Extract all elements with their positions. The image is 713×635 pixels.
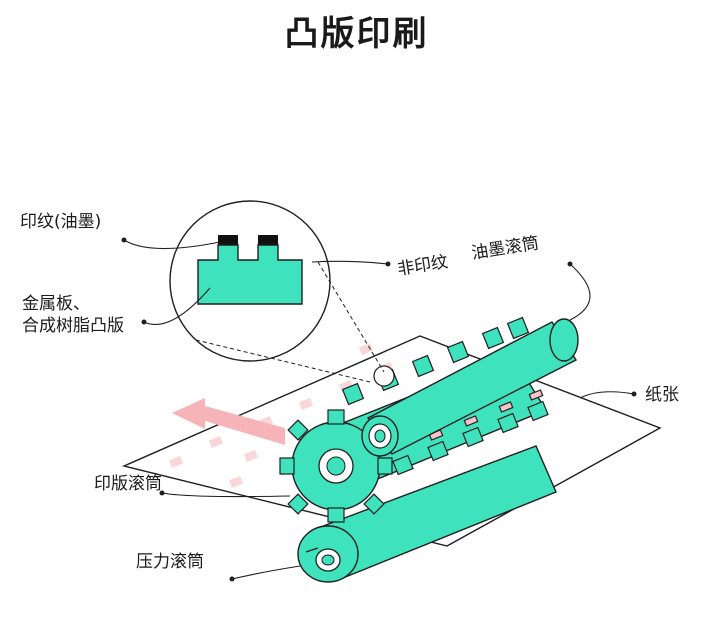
pressure-cylinder-label: 压力滚筒 xyxy=(136,552,204,572)
ink-block-left xyxy=(218,235,238,245)
feed-arrow xyxy=(172,398,285,445)
page-title: 凸版印刷 xyxy=(284,14,429,54)
plate-cylinder-label: 印版滚筒 xyxy=(94,474,162,494)
magnifier xyxy=(169,200,385,383)
plate-gear-face xyxy=(279,409,393,523)
ink-block-right xyxy=(258,235,278,245)
ink-pattern-label: 印纹(油墨) xyxy=(20,212,102,232)
paper-label: 纸张 xyxy=(645,385,679,405)
leader-lines xyxy=(123,239,635,580)
leader-dots xyxy=(121,237,637,582)
ink-roller xyxy=(361,318,579,457)
plate-material-label-line1: 金属板、 xyxy=(22,294,90,314)
pressure-cylinder xyxy=(297,445,557,583)
plate-material-label-line2: 合成树脂凸版 xyxy=(22,316,124,336)
relief-plate xyxy=(197,244,303,305)
